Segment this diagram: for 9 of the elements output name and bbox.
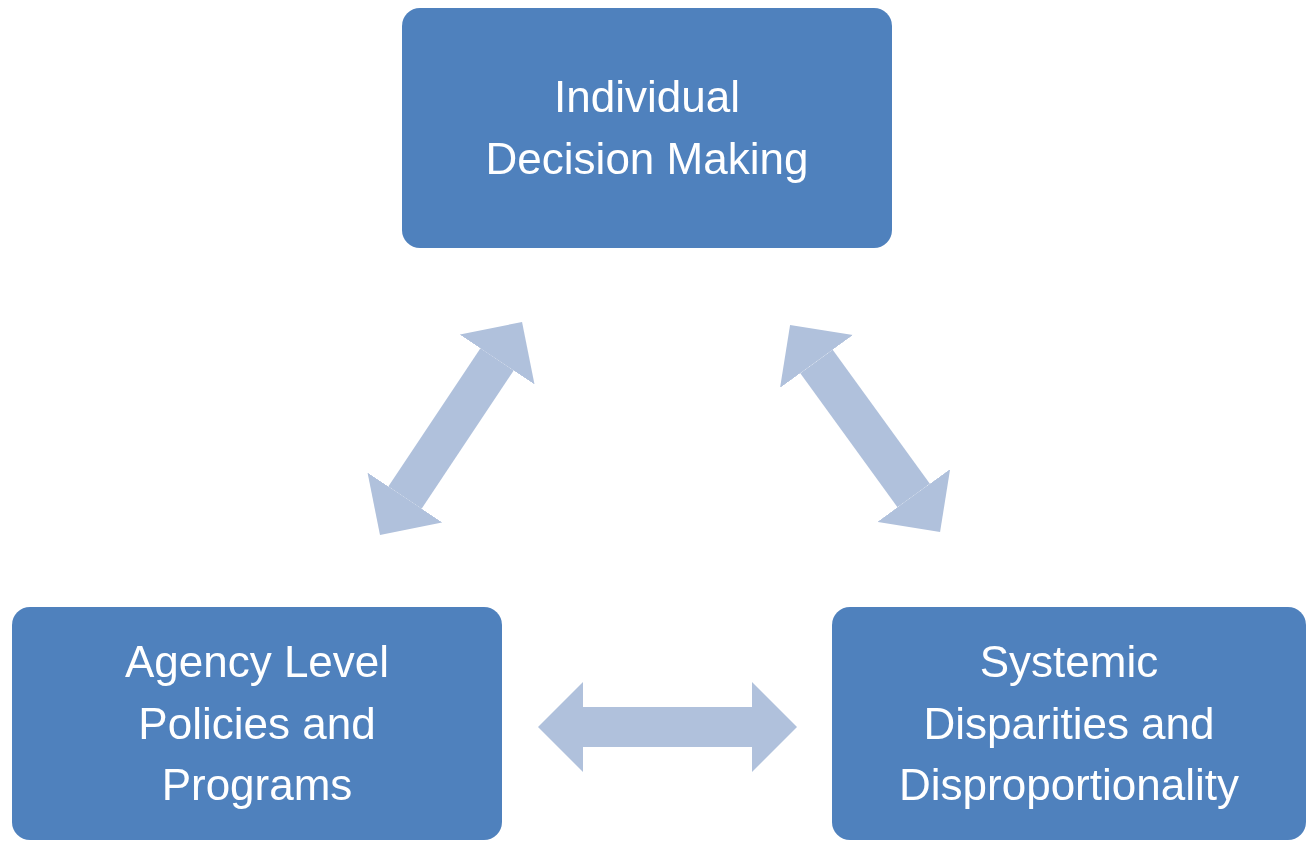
double-arrow: [780, 325, 951, 532]
double-arrow: [538, 682, 797, 772]
rounded-box: [402, 8, 892, 248]
box-label: Systemic Disparities and Disproportionality: [898, 636, 1240, 812]
box-label: Individual Decision Making: [484, 71, 810, 185]
box-label: Agency Level Policies and Programs: [123, 636, 391, 812]
rounded-box: [12, 607, 502, 840]
double-arrow: [367, 322, 535, 535]
rounded-box: [832, 607, 1306, 840]
